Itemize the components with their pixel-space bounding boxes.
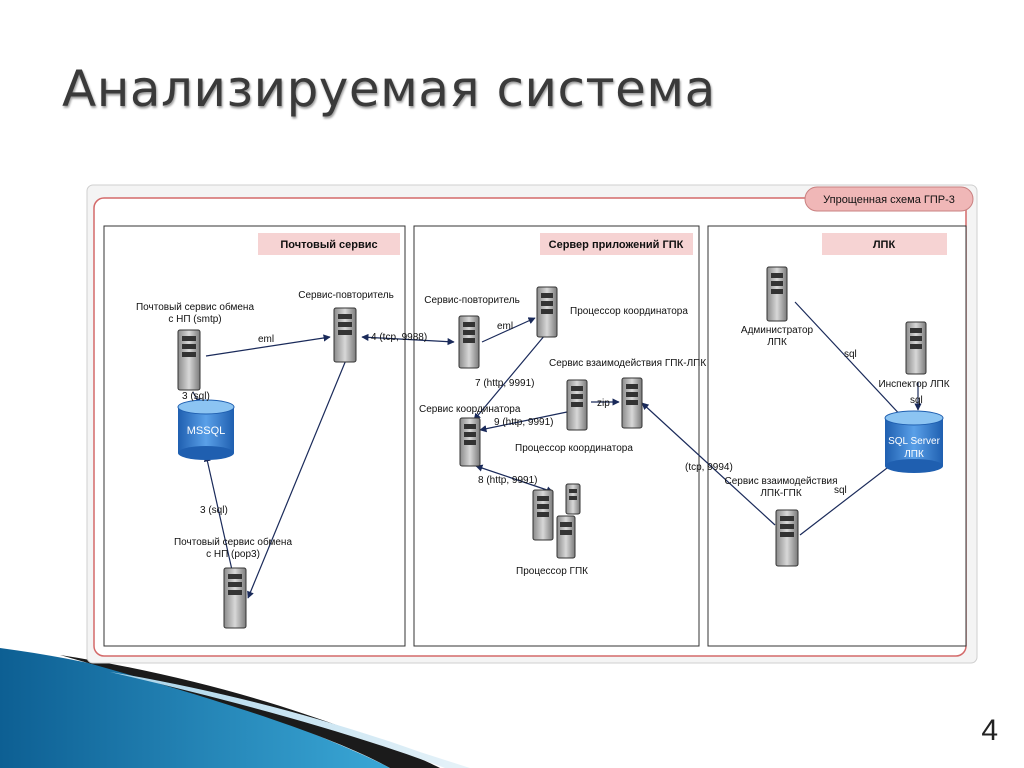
coord-proc2-label: Процессор координатора [515, 443, 633, 454]
section-header-mail [258, 233, 400, 255]
edge-lpkservice-interaction [641, 402, 776, 526]
edge-label-eml: eml [258, 334, 274, 345]
edge-label-http: 8 (http, 9991) [478, 475, 537, 486]
repeater1-label: Сервис-повторитель [298, 290, 394, 301]
sqlserver-label-2: ЛПК [904, 449, 924, 460]
edge-admin-sql [794, 301, 906, 421]
edge-service-sql [799, 457, 901, 536]
coord-proc1-label: Процессор координатора [570, 306, 688, 317]
edge-label-http: 7 (http, 9991) [475, 378, 534, 389]
database-icon [177, 399, 235, 460]
server-icon [556, 515, 576, 559]
page-number: 4 [981, 714, 998, 747]
admin-label-2: ЛПК [767, 337, 787, 348]
coord-service-label: Сервис координатора [419, 404, 521, 415]
server-icon [775, 509, 799, 567]
edge-label-tcp: 4 (tcp, 9988) [371, 332, 427, 343]
edge-repeater-repeater [361, 333, 455, 346]
edge-coordproc-repeater2 [481, 317, 536, 343]
edge-label-zip: zip [597, 398, 610, 409]
edge-label-sql: 3 (sql) [182, 391, 210, 402]
section-label-lpk: ЛПК [873, 239, 896, 251]
interaction-label: Сервис взаимодействия ГПК-ЛПК [549, 358, 706, 369]
section-header-lpk [822, 233, 947, 255]
lpk-service-label: Сервис взаимодействия [724, 476, 837, 487]
edge-label-eml: eml [497, 321, 513, 332]
slide-title: Анализируемая система [62, 60, 716, 118]
edge-coordproc2-coordservice [479, 411, 568, 433]
edge-label-sql: sql [844, 349, 857, 360]
edge-label-sql: 3 (sql) [200, 505, 228, 516]
server-icon [459, 417, 481, 467]
badge-label: Упрощенная схема ГПР-3 [823, 194, 955, 206]
pop3-label-2: с НП (pop3) [206, 549, 260, 560]
server-icon [177, 329, 201, 391]
server-icon [621, 377, 643, 429]
section-header-app [540, 233, 693, 255]
edge-coord-gpk [475, 464, 554, 494]
pop3-label: Почтовый сервис обмена [174, 536, 292, 548]
admin-label: Администратор [741, 325, 814, 336]
section-label-app: Сервер приложений ГПК [549, 239, 684, 251]
server-icon [333, 307, 357, 363]
server-icon [566, 379, 588, 431]
server-icon [905, 321, 927, 375]
edge-coordproc-coordservice [473, 334, 546, 421]
database-icon [884, 410, 944, 473]
decorative-wave [0, 648, 470, 768]
edge-label-tcp: (tcp, 9994) [685, 462, 733, 473]
server-icon [532, 489, 554, 541]
repeater2-label: Сервис-повторитель [424, 295, 520, 306]
mssql-label: MSSQL [187, 425, 226, 437]
schema-badge: Упрощенная схема ГПР-3 [804, 186, 974, 212]
server-icon [565, 483, 581, 515]
connections [192, 301, 922, 599]
edge-label-http: 9 (http, 9991) [494, 417, 553, 428]
edge-pop3-mssql [203, 454, 233, 571]
edge-repeater-pop3 [247, 359, 347, 599]
smtp-label: Почтовый сервис обмена [136, 301, 254, 313]
section-mail [103, 225, 406, 647]
server-icon [766, 266, 788, 322]
edge-label-sql: sql [834, 485, 847, 496]
edge-smtp-repeater [205, 334, 331, 357]
edge-label-sql: sql [910, 395, 923, 406]
section-label-mail: Почтовый сервис [280, 239, 377, 251]
lpk-service-label-2: ЛПК-ГПК [760, 488, 802, 499]
sqlserver-label: SQL Server [888, 436, 941, 447]
server-icon [223, 567, 247, 629]
gpk-proc-label: Процессор ГПК [516, 566, 588, 577]
smtp-label-2: с НП (smtp) [168, 314, 221, 325]
inspector-label: Инспектор ЛПК [878, 379, 949, 390]
server-icon [458, 315, 480, 369]
server-icon [536, 286, 558, 338]
